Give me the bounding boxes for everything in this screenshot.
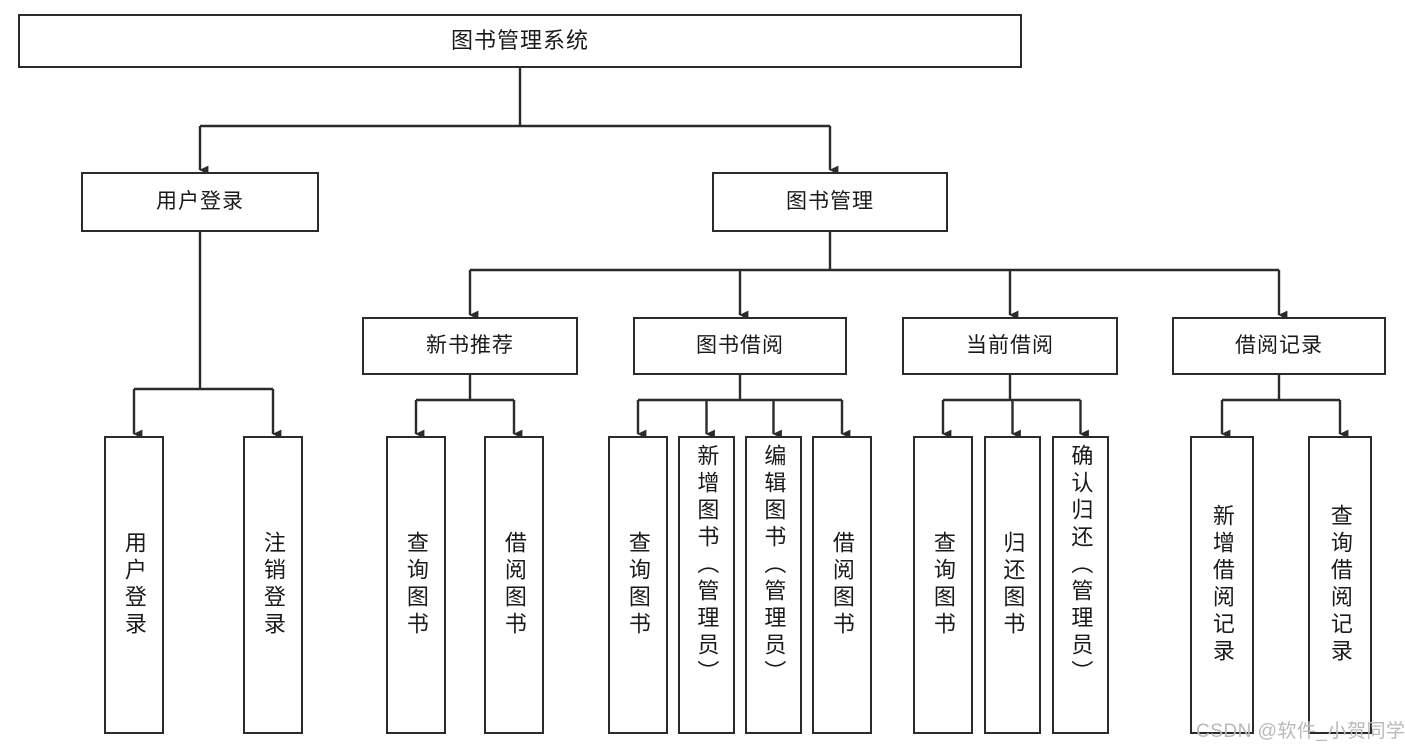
node-label-leaf-query-record: 查询借阅记录	[1327, 504, 1353, 666]
node-root[interactable]: 图书管理系统	[18, 14, 1022, 68]
node-leaf-query-book-1[interactable]: 查询图书	[386, 436, 446, 734]
node-leaf-query-book-3[interactable]: 查询图书	[913, 436, 973, 734]
node-label-leaf-query-book-3: 查询图书	[930, 531, 956, 639]
node-label-book-manage: 图书管理	[786, 189, 874, 213]
node-leaf-user-logout[interactable]: 注销登录	[243, 436, 303, 734]
node-label-leaf-borrow-book-2: 借阅图书	[829, 531, 855, 639]
node-label-book-borrow: 图书借阅	[696, 333, 784, 357]
node-leaf-return-book[interactable]: 归还图书	[984, 436, 1041, 734]
node-label-leaf-query-book-1: 查询图书	[403, 531, 429, 639]
node-leaf-user-login[interactable]: 用户登录	[104, 436, 164, 734]
node-current-borrow[interactable]: 当前借阅	[902, 317, 1118, 375]
node-book-borrow[interactable]: 图书借阅	[633, 317, 847, 375]
node-label-leaf-add-book: 新增图书（管理员）	[694, 444, 720, 687]
node-label-new-book-rec: 新书推荐	[426, 333, 514, 357]
node-leaf-borrow-book-1[interactable]: 借阅图书	[484, 436, 544, 734]
node-label-user-login: 用户登录	[156, 189, 244, 213]
node-label-root: 图书管理系统	[450, 28, 589, 54]
node-book-manage[interactable]: 图书管理	[712, 172, 948, 232]
node-leaf-borrow-book-2[interactable]: 借阅图书	[812, 436, 872, 734]
node-label-leaf-edit-book: 编辑图书（管理员）	[761, 444, 787, 687]
node-user-login[interactable]: 用户登录	[81, 172, 319, 232]
node-leaf-query-book-2[interactable]: 查询图书	[608, 436, 668, 734]
node-label-leaf-user-logout: 注销登录	[260, 531, 286, 639]
node-label-borrow-record: 借阅记录	[1235, 333, 1323, 357]
node-borrow-record[interactable]: 借阅记录	[1172, 317, 1386, 375]
node-leaf-edit-book[interactable]: 编辑图书（管理员）	[745, 436, 802, 734]
node-label-leaf-add-record: 新增借阅记录	[1209, 504, 1235, 666]
node-label-leaf-return-book: 归还图书	[1000, 531, 1026, 639]
node-leaf-confirm-return[interactable]: 确认归还（管理员）	[1052, 436, 1109, 734]
node-leaf-add-record[interactable]: 新增借阅记录	[1190, 436, 1254, 734]
node-leaf-add-book[interactable]: 新增图书（管理员）	[678, 436, 735, 734]
node-label-leaf-user-login: 用户登录	[121, 531, 147, 639]
node-label-current-borrow: 当前借阅	[966, 333, 1054, 357]
node-label-leaf-confirm-return: 确认归还（管理员）	[1068, 444, 1094, 687]
node-new-book-rec[interactable]: 新书推荐	[362, 317, 578, 375]
node-label-leaf-query-book-2: 查询图书	[625, 531, 651, 639]
node-label-leaf-borrow-book-1: 借阅图书	[501, 531, 527, 639]
node-leaf-query-record[interactable]: 查询借阅记录	[1308, 436, 1372, 734]
